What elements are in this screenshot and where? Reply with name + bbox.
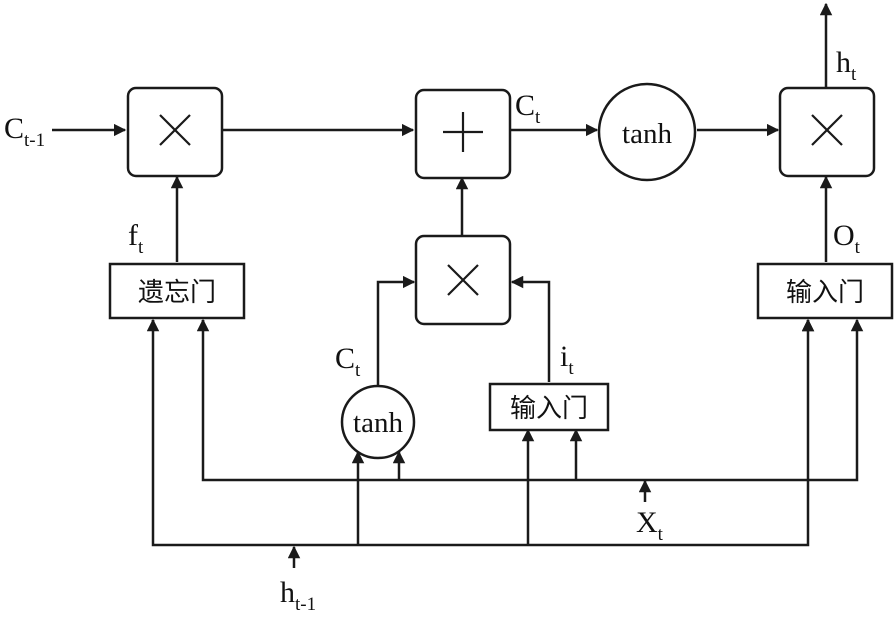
connections xyxy=(52,2,864,568)
output-gate: 输入门 xyxy=(756,262,894,320)
forget-multiply-node xyxy=(126,86,224,178)
forget-gate-label: 遗忘门 xyxy=(138,278,216,308)
forget-gate: 遗忘门 xyxy=(108,262,246,320)
cell-add-node xyxy=(414,88,512,180)
it-label: it xyxy=(560,340,574,379)
ct-candidate-label: Ct xyxy=(335,342,361,381)
tanh-cell-node: tanh xyxy=(597,82,697,182)
tanh-label: tanh xyxy=(622,118,672,150)
output-multiply-node xyxy=(778,86,876,178)
candidate-multiply-node xyxy=(414,234,512,326)
ot-label: Ot xyxy=(833,219,861,258)
tanh-candidate-to-mult-arrow xyxy=(376,275,416,386)
input-gate: 输入门 xyxy=(488,382,610,432)
input-gate-label: 输入门 xyxy=(510,394,588,424)
tanh-candidate-node: tanh xyxy=(340,384,416,460)
xt-label: Xt xyxy=(636,506,664,545)
xt-bus-line xyxy=(201,318,864,482)
output-gate-label: 输入门 xyxy=(786,278,864,308)
tanh-label: tanh xyxy=(353,407,403,439)
ct-label: Ct xyxy=(515,89,541,128)
input-gate-to-mult-arrow xyxy=(510,275,551,382)
ft-label: ft xyxy=(128,219,144,258)
c-prev-label: Ct-1 xyxy=(4,112,45,151)
ht-output-label: ht xyxy=(836,46,857,85)
hprev-bus-line xyxy=(151,318,815,547)
h-prev-label: ht-1 xyxy=(280,576,316,615)
